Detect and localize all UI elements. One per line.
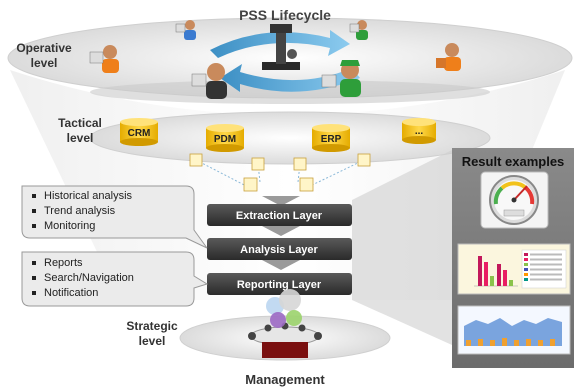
database-label-pdm: PDM xyxy=(214,134,236,145)
flow-arrow-icon xyxy=(262,226,300,236)
flow-arrow-icon xyxy=(262,260,300,270)
analysis-callout xyxy=(21,185,208,249)
database-label-crm: CRM xyxy=(128,128,151,139)
extraction-layer-label: Extraction Layer xyxy=(236,210,323,222)
reporting-bullet: Search/Navigation xyxy=(44,272,134,284)
reporting-layer-label: Reporting Layer xyxy=(237,279,322,291)
database-erp xyxy=(312,124,350,152)
area-chart-thumbnail xyxy=(457,305,571,355)
extraction-layer-bar xyxy=(207,204,352,226)
person-icon xyxy=(436,43,461,71)
reporting-bullet-marks xyxy=(32,261,36,295)
reporting-bullet: Notification xyxy=(44,287,98,299)
document-icon xyxy=(189,153,371,192)
analysis-bullet: Trend analysis xyxy=(44,205,116,217)
microscope-icon xyxy=(262,24,300,70)
database-label-other: ... xyxy=(415,126,424,137)
management-label: Management xyxy=(245,372,325,387)
gauge-thumbnail xyxy=(480,171,549,229)
lifecycle-arrow-top xyxy=(210,30,350,58)
analysis-bullet-marks xyxy=(32,194,36,228)
result-connector xyxy=(352,150,452,345)
tactical-disc xyxy=(89,111,491,165)
result-panel-title: Result examples xyxy=(462,154,565,169)
analysis-bullet: Monitoring xyxy=(44,220,95,232)
person-icon xyxy=(349,20,368,40)
person-icon xyxy=(89,45,119,73)
flow-arrow-icon xyxy=(262,196,300,206)
meeting-table-icon xyxy=(248,322,322,358)
bar-chart-thumbnail xyxy=(457,243,571,295)
analysis-bullet: Historical analysis xyxy=(44,190,133,202)
reporting-callout xyxy=(21,251,209,307)
strategic-bubbles-icon xyxy=(266,289,302,328)
document-connectors xyxy=(195,159,365,189)
person-icon xyxy=(191,63,227,99)
analysis-layer-label: Analysis Layer xyxy=(240,244,318,256)
database-label-erp: ERP xyxy=(321,134,342,145)
operative-disc-rim xyxy=(90,80,490,104)
person-icon xyxy=(175,20,196,40)
reporting-bullet: Reports xyxy=(44,257,83,269)
analysis-layer-bar xyxy=(207,238,352,260)
database-other xyxy=(402,118,436,144)
diagram-title: PSS Lifecycle xyxy=(239,7,331,23)
person-icon xyxy=(321,60,361,97)
database-crm xyxy=(120,118,158,146)
database-pdm xyxy=(206,124,244,152)
reporting-layer-bar xyxy=(207,273,352,295)
